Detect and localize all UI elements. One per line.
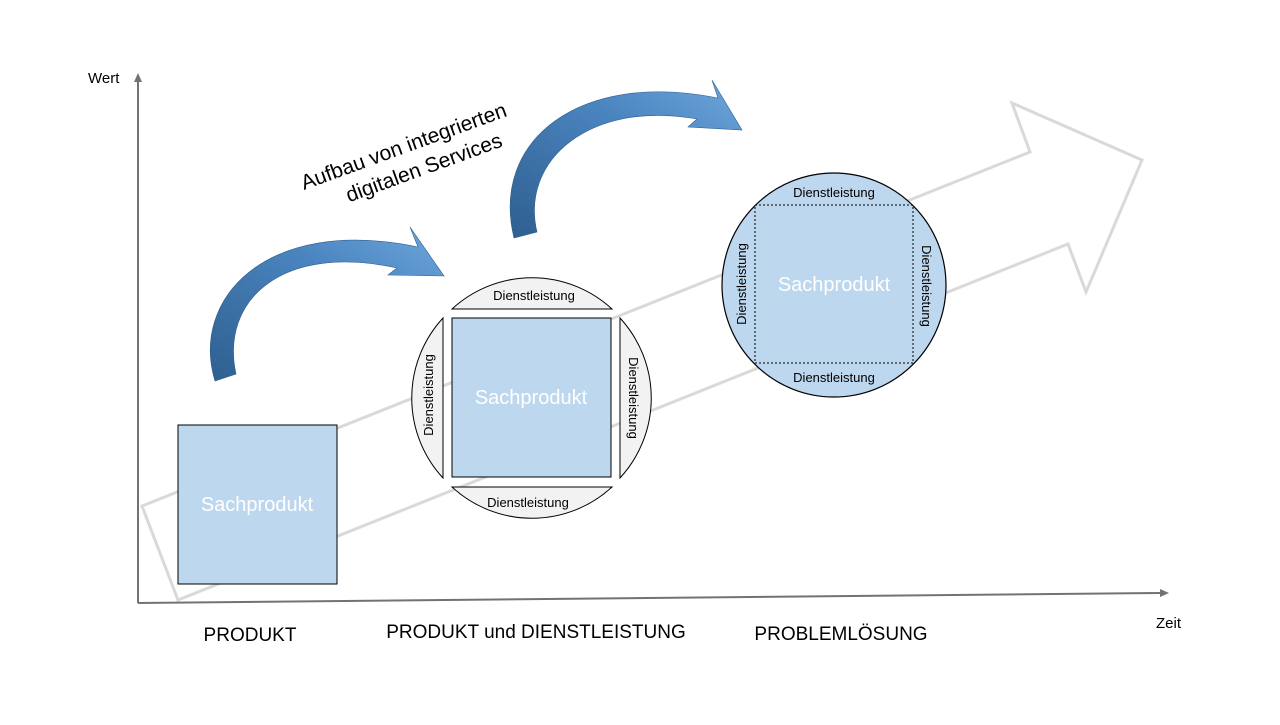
service-label-stage-2-right: Dienstleistung [626,357,641,439]
y-axis-arrowhead [134,73,142,82]
title: Aufbau von integrierten digitalen Servic… [298,99,510,207]
stage-label-3: PROBLEMLÖSUNG [754,624,927,645]
x-axis [137,592,1163,604]
service-label-stage-3-bottom: Dienstleistung [793,370,875,385]
y-axis-label: Wert [88,70,120,87]
product-label-stage-3: Sachprodukt [778,274,891,296]
service-label-stage-2-top: Dienstleistung [493,288,575,303]
service-segment-top [450,277,614,310]
service-label-stage-2-bottom: Dienstleistung [487,495,569,510]
service-label-stage-3-top: Dienstleistung [793,185,875,200]
service-segment-left [411,316,444,480]
product-label-stage-2: Sachprodukt [475,387,588,409]
product-box-stage-2 [451,317,612,478]
solution-circle [721,172,947,398]
service-segment-bottom [450,486,614,519]
product-box-stage-1 [177,424,338,585]
service-segment-right [619,316,652,480]
service-label-stage-3-left: Dienstleistung [734,243,749,325]
stage-label-2: PRODUKT und DIENSTLEISTUNG [386,622,686,643]
stage-3-group: Sachprodukt Dienstleistung Dienstleistun… [721,172,947,398]
curved-arrow-1 [210,226,445,382]
x-axis-arrowhead [1160,589,1169,597]
x-axis-label: Zeit [1156,615,1182,632]
stage-2-group: Sachprodukt Dienstleistung Dienstleistun… [411,277,652,519]
stage-label-1: PRODUKT [204,625,297,646]
product-box-stage-3 [754,204,914,364]
curved-arrow-2 [509,79,743,239]
service-label-stage-3-right: Dienstleistung [919,245,934,327]
service-label-stage-2-left: Dienstleistung [421,354,436,436]
product-label-stage-1: Sachprodukt [201,494,314,516]
